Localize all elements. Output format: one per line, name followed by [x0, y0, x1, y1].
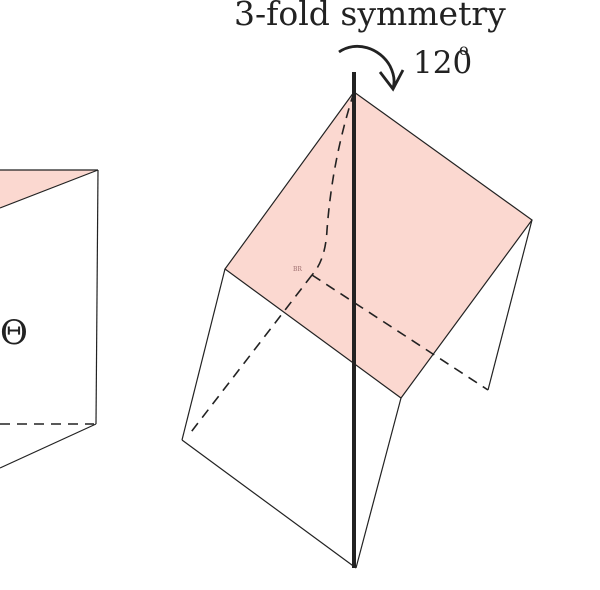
left-vertical-edge	[95, 169, 99, 425]
rotation-arrow-icon	[338, 44, 396, 89]
symmetry-annotation: 3-fold symmetry 120 o	[234, 0, 506, 92]
left-bottom-edge	[0, 423, 97, 469]
rotation-arrowhead-icon	[378, 69, 405, 92]
right-hidden-back-edge	[311, 91, 355, 276]
left-partial-symbol: Θ	[0, 313, 28, 353]
right-shaded-face	[225, 92, 532, 398]
rotation-angle-value: 120	[413, 45, 472, 81]
left-cropped-cube: Θ	[0, 169, 99, 469]
right-hidden-bottom-edge	[311, 274, 489, 391]
right-rotated-cube: BR	[181, 72, 533, 569]
right-front-vertical-edge	[355, 397, 402, 569]
right-left-vertical-edge	[181, 268, 226, 441]
rotation-angle-degree-symbol: o	[459, 40, 469, 59]
right-bottom-left-edge	[181, 439, 357, 569]
tiny-face-label: BR	[293, 266, 302, 273]
left-top-diagonal-edge	[0, 169, 99, 209]
right-right-vertical-edge	[487, 219, 533, 391]
title: 3-fold symmetry	[234, 0, 506, 33]
